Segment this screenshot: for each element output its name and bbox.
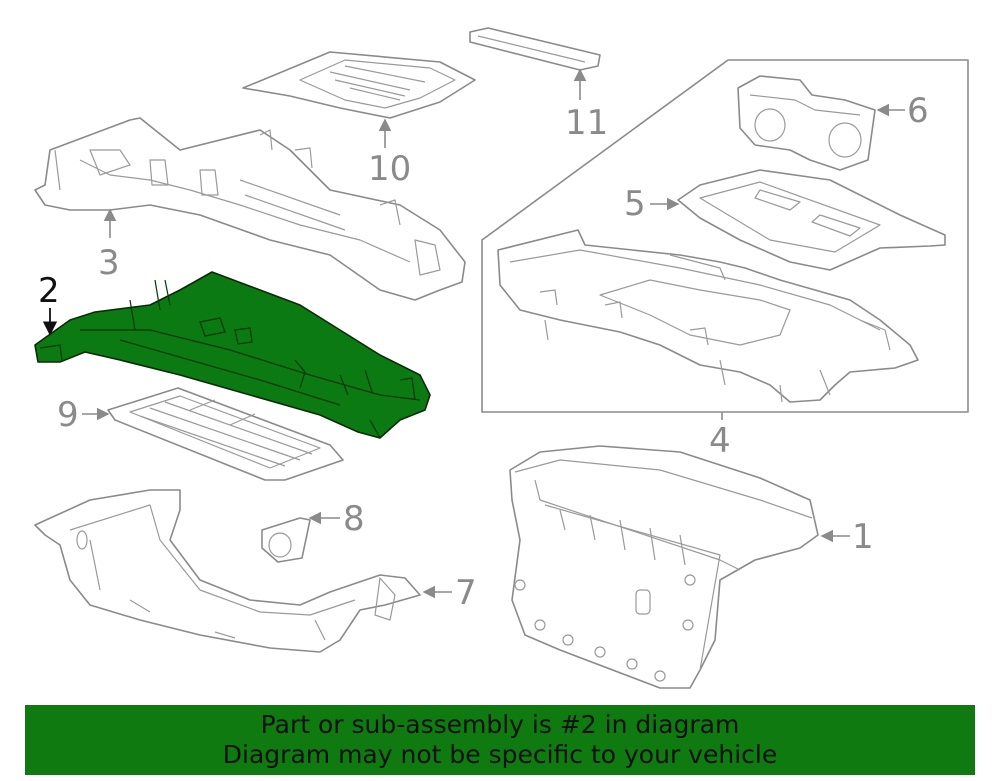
part-4-box xyxy=(481,59,969,413)
callout-6: 6 xyxy=(876,91,929,131)
banner-line-1: Part or sub-assembly is #2 in diagram xyxy=(260,710,740,739)
callout-9: 9 xyxy=(57,395,110,435)
part-1[interactable] xyxy=(509,445,819,689)
part-4-assembly[interactable] xyxy=(497,229,919,403)
callout-label-2: 2 xyxy=(38,271,60,311)
callout-3: 3 xyxy=(98,208,120,283)
callout-label-8: 8 xyxy=(343,499,365,539)
callout-7: 7 xyxy=(422,573,477,613)
part-3[interactable] xyxy=(34,117,466,301)
part-11[interactable] xyxy=(469,27,601,71)
callout-label-1: 1 xyxy=(852,517,874,557)
info-banner: Part or sub-assembly is #2 in diagram Di… xyxy=(25,705,975,775)
parts-diagram: 1 2 3 4 5 6 7 8 9 10 11 xyxy=(34,27,969,689)
callout-label-6: 6 xyxy=(907,91,929,131)
callout-2: 2 xyxy=(38,271,60,336)
callout-label-11: 11 xyxy=(565,103,608,143)
callout-1: 1 xyxy=(820,517,874,557)
callout-label-7: 7 xyxy=(455,573,477,613)
callout-5: 5 xyxy=(624,184,680,224)
callout-11: 11 xyxy=(565,68,608,143)
callout-label-4: 4 xyxy=(709,421,731,461)
part-6[interactable] xyxy=(737,75,876,171)
callout-10: 10 xyxy=(368,118,411,189)
callout-label-3: 3 xyxy=(98,243,120,283)
part-8[interactable] xyxy=(261,517,311,563)
part-5[interactable] xyxy=(677,169,946,271)
part-7[interactable] xyxy=(34,489,421,653)
part-9[interactable] xyxy=(107,387,344,481)
part-2[interactable] xyxy=(34,271,431,439)
part-10[interactable] xyxy=(242,51,476,119)
callout-label-5: 5 xyxy=(624,184,646,224)
callout-8: 8 xyxy=(308,499,365,539)
callout-label-10: 10 xyxy=(368,149,411,189)
callout-4: 4 xyxy=(709,412,731,461)
banner-line-2: Diagram may not be specific to your vehi… xyxy=(222,740,778,769)
callout-label-9: 9 xyxy=(57,395,79,435)
